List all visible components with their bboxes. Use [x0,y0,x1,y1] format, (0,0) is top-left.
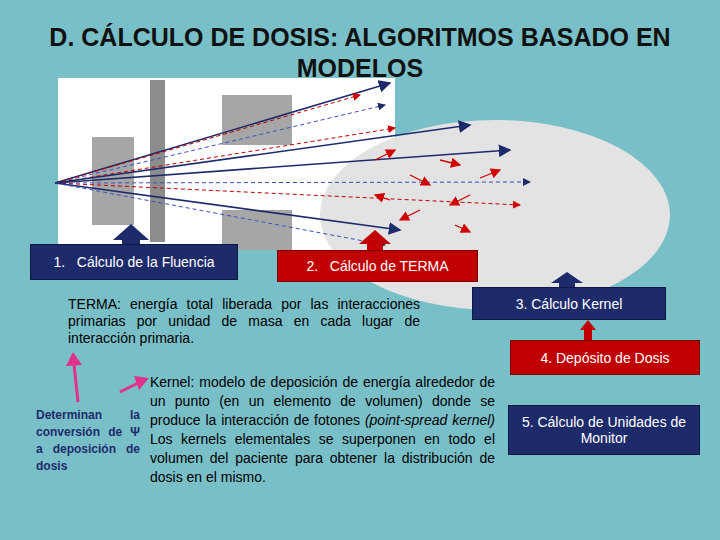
scatter-ray [400,210,420,220]
scatter-ray [450,195,470,205]
ray [55,150,510,183]
ray [55,183,385,245]
step-label: 4. Depósito de Dosis [540,350,669,366]
pointer-line [74,364,78,402]
step-label: 3. Cálculo Kernel [516,296,623,312]
slide-title: D. CÁLCULO DE DOSIS: ALGORITMOS BASADO E… [40,22,680,84]
scatter-ray [480,170,500,178]
pointer-head [134,376,149,390]
ray [55,183,520,205]
ray-group [55,83,530,245]
step-box: 1. Cálculo de la Fluencia [30,244,238,280]
scatter-ray [410,175,430,185]
ray [55,128,395,183]
ray [55,95,360,183]
up-arrow [551,272,583,287]
step-box: 5. Cálculo de Unidades de Monitor [508,405,700,455]
pointer-line [120,383,138,392]
step-box: 2. Cálculo de TERMA [277,250,478,282]
block-arrow [580,320,596,340]
scatter-ray [375,150,395,160]
pointer-head [66,352,82,366]
scatter-ray [375,195,390,200]
scatter-ray [440,160,460,165]
jaw-upper [222,95,292,145]
definition-text: Kernel: modelo de deposición de energía … [150,373,495,487]
up-arrow [113,224,149,246]
scatter-ray [455,225,470,232]
ray [55,183,400,230]
ray [55,125,470,183]
step-box: 4. Depósito de Dosis [510,340,700,375]
step-label: 2. Cálculo de TERMA [306,258,448,274]
up-arrow [359,230,391,252]
collimator-bar [150,80,165,242]
ray [55,83,390,183]
step-label: 1. Cálculo de la Fluencia [53,254,214,270]
definition-text: TERMA: energía total liberada por las in… [68,296,420,347]
step-label: 5. Cálculo de Unidades de Monitor [515,414,693,446]
step-box: 3. Cálculo Kernel [472,287,666,320]
source-block [92,137,134,225]
ray [55,182,530,183]
side-note: Determinan la conversión de Ψ a deposici… [36,407,140,475]
